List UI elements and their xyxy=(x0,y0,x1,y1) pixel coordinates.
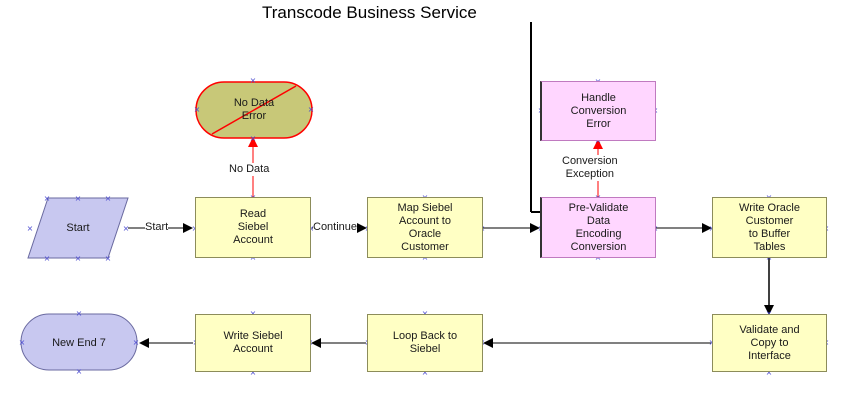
svg-text:×: × xyxy=(250,76,257,85)
svg-text:×: × xyxy=(194,105,201,114)
loop-back-node[interactable]: Loop Back to Siebel xyxy=(367,314,483,372)
validate-copy-node[interactable]: Validate and Copy to Interface xyxy=(712,314,827,372)
svg-text:×: × xyxy=(105,254,112,263)
no-data-error-label: No Data Error xyxy=(233,97,275,122)
svg-text:×: × xyxy=(123,224,130,233)
no-data-error-strike xyxy=(211,85,297,135)
new-end-node[interactable]: New End 7 xyxy=(30,324,128,362)
svg-text:×: × xyxy=(250,309,257,318)
read-siebel-account-node[interactable]: Read Siebel Account xyxy=(195,197,311,258)
edge-label-conversion-exception: Conversion Exception xyxy=(562,155,618,181)
write-oracle-customer-label: Write Oracle Customer to Buffer Tables xyxy=(739,201,800,253)
write-siebel-account-label: Write Siebel Account xyxy=(223,330,283,355)
svg-text:×: × xyxy=(250,368,257,377)
map-siebel-account-node[interactable]: Map Siebel Account to Oracle Customer xyxy=(367,197,483,258)
edge-label-start: Start xyxy=(145,221,169,234)
svg-text:×: × xyxy=(19,338,26,347)
svg-text:×: × xyxy=(766,368,773,377)
svg-text:×: × xyxy=(76,367,83,376)
new-end-label: New End 7 xyxy=(52,336,106,349)
svg-text:×: × xyxy=(75,194,82,203)
svg-text:×: × xyxy=(44,194,51,203)
handle-conversion-error-node[interactable]: Handle Conversion Error xyxy=(540,81,656,141)
svg-text:×: × xyxy=(422,309,429,318)
map-siebel-account-label: Map Siebel Account to Oracle Customer xyxy=(397,201,453,253)
read-siebel-account-label: Read Siebel Account xyxy=(233,208,273,246)
pre-validate-label: Pre-Validate Data Encoding Conversion xyxy=(568,201,629,253)
svg-text:×: × xyxy=(422,368,429,377)
write-oracle-customer-node[interactable]: Write Oracle Customer to Buffer Tables xyxy=(712,197,827,258)
svg-text:×: × xyxy=(133,338,140,347)
no-data-error-node[interactable]: No Data Error xyxy=(205,90,303,130)
transcode-business-service-callout: Transcode Business Service xyxy=(262,3,477,22)
start-node-shape[interactable] xyxy=(27,197,129,259)
pre-validate-node[interactable]: Pre-Validate Data Encoding Conversion xyxy=(540,197,656,258)
start-node-label: Start xyxy=(66,221,90,234)
svg-text:×: × xyxy=(75,254,82,263)
end-node-shape[interactable] xyxy=(20,313,138,371)
handle-conversion-error-label: Handle Conversion Error xyxy=(570,91,627,130)
loop-back-label: Loop Back to Siebel xyxy=(392,330,458,355)
svg-text:×: × xyxy=(308,105,315,114)
svg-text:×: × xyxy=(308,224,315,233)
start-node[interactable]: Start xyxy=(42,210,114,246)
svg-text:×: × xyxy=(766,309,773,318)
edge-label-continue: Continue xyxy=(313,221,358,234)
svg-text:×: × xyxy=(105,194,112,203)
edge-label-no-data: No Data xyxy=(229,163,270,176)
svg-text:×: × xyxy=(44,254,51,263)
write-siebel-account-node[interactable]: Write Siebel Account xyxy=(195,314,311,372)
svg-text:×: × xyxy=(27,224,34,233)
validate-copy-label: Validate and Copy to Interface xyxy=(739,323,800,362)
svg-text:×: × xyxy=(76,309,83,318)
svg-text:×: × xyxy=(250,134,257,143)
